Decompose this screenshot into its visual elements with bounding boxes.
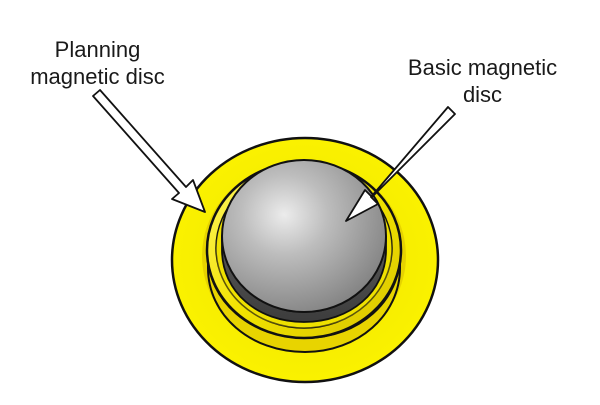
label-line: Planning [54,37,141,62]
label-line: magnetic disc [30,64,165,89]
arrow-icon [345,106,456,222]
label-line: Basic magnetic [407,55,558,80]
arrow-icon [92,89,206,213]
basic-magnetic-disc-label: Basic magnetic disc [390,54,575,108]
basic-magnetic-disc [221,159,387,323]
planning-magnetic-disc-label: Planning magnetic disc [10,36,185,90]
label-line: disc [462,82,503,107]
